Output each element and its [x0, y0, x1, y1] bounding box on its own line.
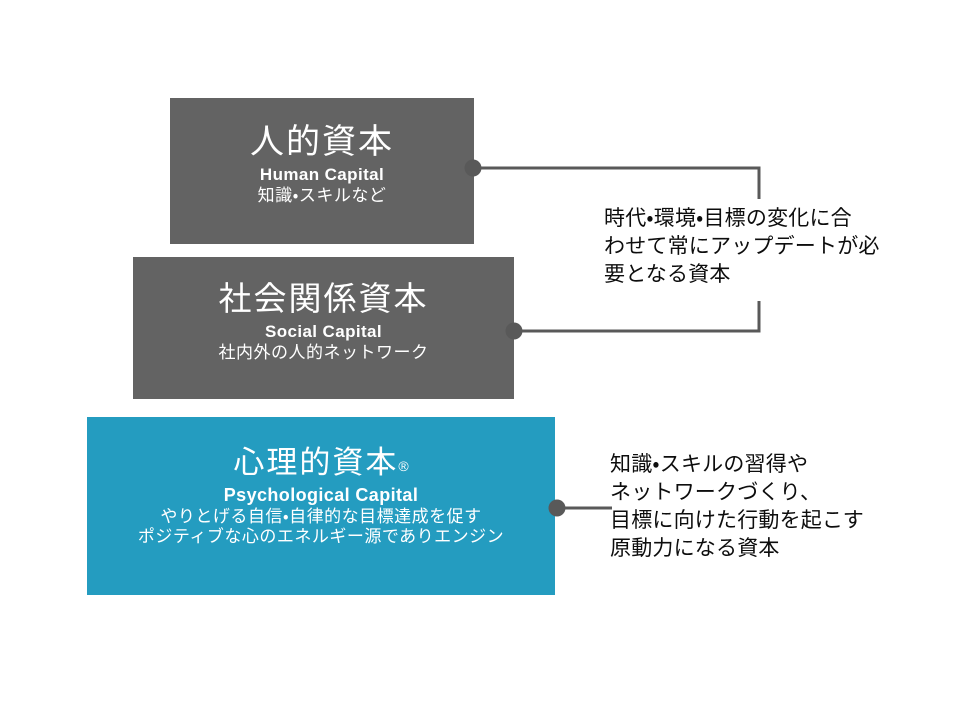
capital-title-jp-human: 人的資本: [250, 122, 394, 161]
connector-path-social: [514, 301, 761, 333]
capital-box-human[interactable]: 人的資本 Human Capital 知識・スキルなど: [170, 98, 474, 244]
capital-title-en-social: Social Capital: [264, 322, 383, 342]
capital-desc-social: 社内外の人的ネットワーク: [218, 343, 429, 363]
capital-desc-psychological-line2: ポジティブな心のエネルギー源でありエンジン: [137, 526, 505, 546]
annotation-update-note: 時代・環境・目標の変化に合 わせて常にアップデートが必 要となる資本: [604, 207, 880, 287]
capital-desc-human: 知識・スキルなど: [257, 186, 387, 206]
capital-desc-psychological-line1: やりとげる自信・自律的な目標達成を促す: [160, 506, 482, 526]
capital-title-en-human: Human Capital: [259, 165, 385, 184]
capital-title-jp-social: 社会関係資本: [218, 280, 429, 318]
capital-title-en-psychological: Psychological Capital: [223, 484, 419, 505]
annotation-driver-note: 知識・スキルの習得や ネットワークづくり、 目標に向けた行動を起こす 原動力にな…: [610, 453, 864, 561]
connector-path-human: [473, 166, 761, 199]
capital-title-jp-psychological: 心理的資本®: [233, 445, 409, 481]
capital-box-psychological[interactable]: 心理的資本® Psychological Capital やりとげる自信・自律的…: [87, 417, 555, 595]
registered-trademark-icon: ®: [398, 458, 409, 475]
capital-title-jp-psychological-text: 心理的資本: [233, 445, 399, 481]
capital-box-social[interactable]: 社会関係資本 Social Capital 社内外の人的ネットワーク: [133, 257, 514, 399]
